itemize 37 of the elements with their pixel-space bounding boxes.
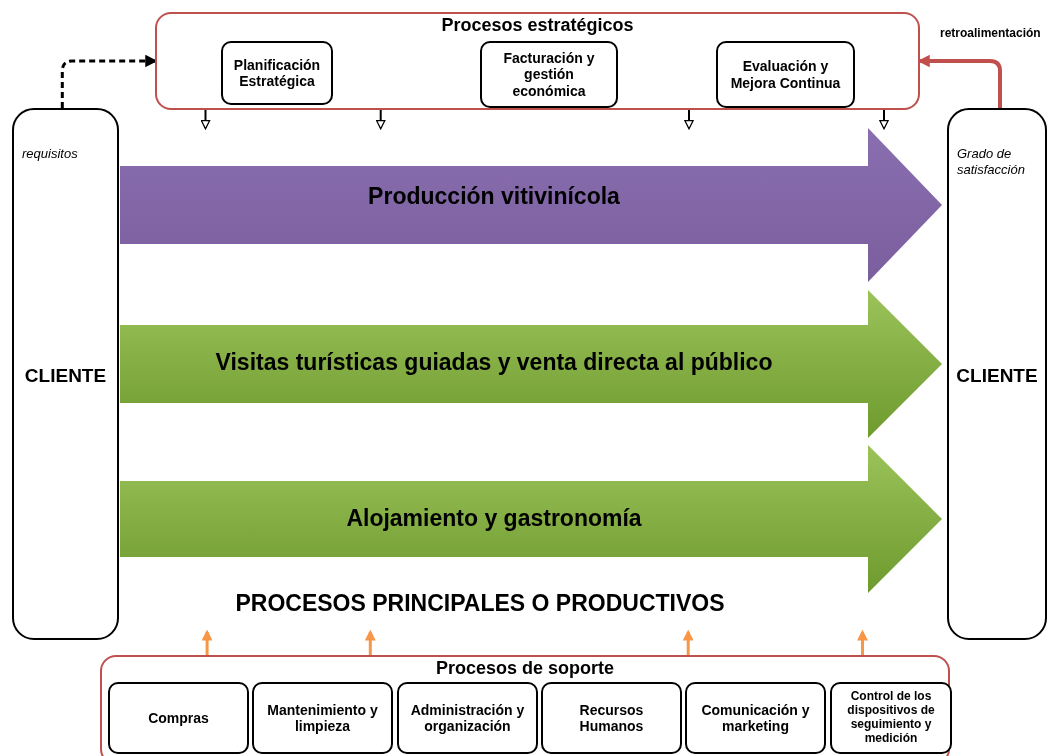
- arrow: [879, 109, 889, 130]
- process-box: Administración y organización: [397, 682, 538, 754]
- process-box: Compras: [108, 682, 249, 754]
- process-box: Comunicación y marketing: [685, 682, 826, 754]
- arrow: [60, 55, 157, 108]
- arrow: [200, 109, 211, 130]
- client-label: CLIENTE: [956, 365, 1038, 387]
- client-label: CLIENTE: [24, 365, 107, 387]
- group-panel: [100, 655, 950, 756]
- process-arrow: [120, 445, 942, 593]
- client-panel: [12, 108, 119, 640]
- process-box: Evaluación y Mejora Continua: [716, 41, 855, 108]
- arrow: [202, 630, 213, 655]
- section-heading: PROCESOS PRINCIPALES O PRODUCTIVOS: [235, 590, 725, 616]
- process-box: Mantenimiento y limpieza: [252, 682, 393, 754]
- process-box: Control de los dispositivos de seguimiento y medición: [830, 682, 952, 754]
- arrow: [683, 630, 694, 655]
- process-box: Recursos Humanos: [541, 682, 682, 754]
- arrow: [857, 630, 868, 655]
- group-title: Procesos estratégicos: [441, 15, 634, 36]
- arrow-label: Producción vitivinícola: [368, 183, 620, 209]
- arrow-label: Visitas turísticas guiadas y venta directa al público: [215, 349, 773, 375]
- arrow: [375, 109, 386, 130]
- client-panel: [947, 108, 1047, 640]
- process-box: Planificación Estratégica: [221, 41, 333, 105]
- edge-label: retroalimentación: [940, 26, 1041, 40]
- side-note: requisitos: [22, 146, 79, 163]
- group-panel: [155, 12, 920, 110]
- process-arrow: [120, 290, 942, 438]
- process-arrow: [120, 128, 942, 282]
- arrow: [918, 55, 1002, 108]
- group-title: Procesos de soporte: [435, 658, 615, 679]
- side-note: Grado de satisfacción: [957, 146, 1026, 179]
- arrow: [684, 109, 694, 130]
- arrow-label: Alojamiento y gastronomía: [346, 505, 642, 531]
- process-box: Facturación y gestión económica: [480, 41, 618, 108]
- arrow: [365, 630, 376, 655]
